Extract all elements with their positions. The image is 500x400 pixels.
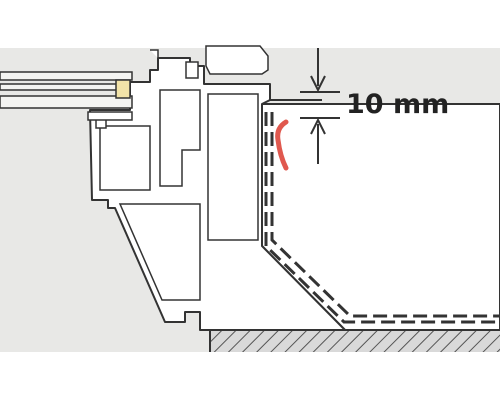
arrow-down-icon [310, 75, 326, 93]
frame-chamber-2 [159, 89, 201, 187]
glazing-unit [0, 71, 133, 109]
sash-top-profile [150, 45, 269, 75]
window-frame-profile [89, 57, 346, 331]
dimension-indicator [300, 48, 340, 164]
frame-lower-body [118, 203, 201, 301]
sealing-tape-outer [264, 112, 500, 324]
frame-chamber-3 [207, 93, 259, 241]
glazing-bead [87, 111, 133, 129]
sash-clip [185, 61, 199, 79]
red-seal [275, 119, 289, 171]
arrow-up-icon [310, 117, 326, 135]
floor-substrate [209, 327, 500, 352]
frame-chamber-1 [99, 125, 151, 191]
sealing-tape-inner [270, 112, 500, 318]
dimension-label: 10 mm [346, 89, 449, 120]
